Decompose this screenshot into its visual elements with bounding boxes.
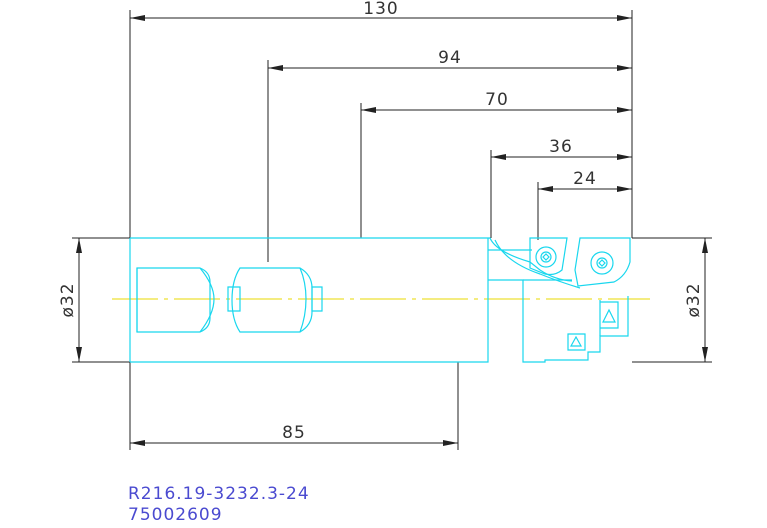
dimension-diameter-left-label: ø32 (58, 282, 78, 317)
dimension-85-label: 85 (282, 423, 306, 443)
dimension-24-label: 24 (573, 169, 597, 189)
dimension-diameter-right-label: ø32 (684, 282, 704, 317)
insert-upper (529, 237, 568, 276)
dimension-24: 24 (537, 169, 632, 240)
part-item-number: 75002609 (128, 505, 223, 523)
dimension-130: 130 (129, 0, 633, 238)
dimension-130-label: 130 (363, 0, 398, 19)
dimension-70-label: 70 (485, 90, 509, 110)
insert-seat-detail (567, 301, 619, 351)
part-designation: R216.19-3232.3-24 (128, 484, 310, 504)
dimension-70: 70 (360, 90, 632, 238)
dimension-36-label: 36 (549, 137, 573, 157)
dimension-diameter-right: ø32 (632, 237, 712, 363)
coolant-pocket-center (227, 267, 323, 333)
dimension-36: 36 (490, 137, 632, 238)
dimension-diameter-left: ø32 (58, 237, 130, 363)
dimension-94-label: 94 (438, 48, 462, 68)
insert-main-screw-icon (590, 251, 614, 275)
insert-main (574, 237, 631, 287)
insert-screw-icon (535, 246, 557, 268)
tool-body (129, 237, 629, 363)
dimension-85: 85 (129, 362, 459, 450)
coolant-pocket-left (136, 267, 215, 333)
dimension-94: 94 (267, 48, 632, 262)
